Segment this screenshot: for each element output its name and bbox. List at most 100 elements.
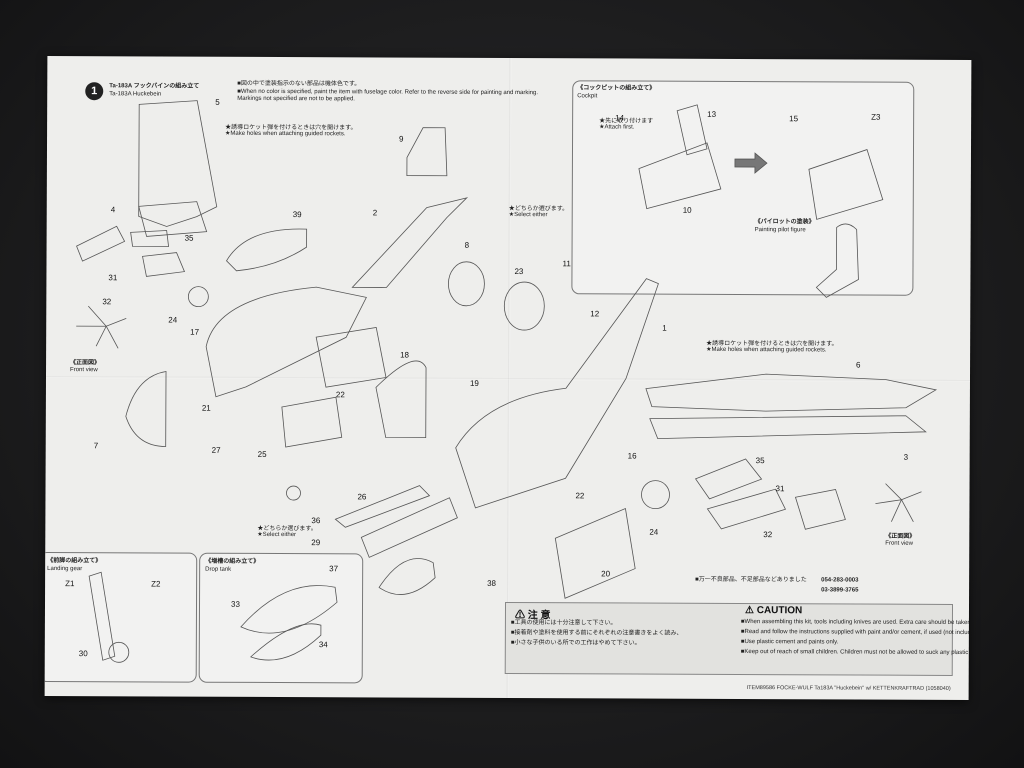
part-number: 32	[763, 530, 772, 539]
part-number: Z1	[65, 579, 75, 588]
engine-block	[315, 326, 387, 388]
part-number: 25	[258, 450, 267, 459]
part-number: 35	[756, 456, 765, 465]
part-number: 9	[399, 135, 404, 144]
rocket-right-2	[706, 488, 786, 530]
intake-23	[503, 281, 545, 331]
drop-tank-detail-2	[250, 623, 322, 661]
rocket-right-1	[694, 458, 763, 500]
part-number: 39	[293, 210, 302, 219]
caution-line-jp-3: ■小さな子供のいる所での工作はやめて下さい。	[510, 640, 641, 647]
part-number: 22	[336, 390, 345, 399]
instruction-sheet: 1 Ta-183A フックバインの組み立て Ta-183A Huckebein …	[44, 55, 972, 701]
cockpit-tub-assembled	[808, 149, 884, 220]
part-number: 24	[168, 316, 177, 325]
landing-gear-strut	[88, 571, 116, 661]
nose-cone	[125, 371, 167, 447]
main-wheel-right	[641, 480, 670, 510]
part-number: Z2	[151, 579, 161, 588]
exploded-assembly-diagram: 5 9 39 2 4 35 31 32 24 17 7 21 27 25 18 …	[65, 98, 938, 663]
caution-title-en: ⚠ CAUTION	[744, 605, 803, 617]
fuselage-upper	[351, 197, 469, 288]
canopy	[226, 228, 308, 272]
radiator	[281, 396, 343, 448]
part-number: 33	[231, 600, 240, 609]
panel-29	[360, 497, 458, 558]
caution-line-en-1: ■When assembling this kit, tools includi…	[740, 619, 971, 627]
main-wheel-left	[187, 286, 209, 308]
part-number: Z3	[871, 113, 881, 122]
part-number: 31	[776, 484, 785, 493]
part-number: 15	[789, 114, 798, 123]
part-number: 1	[662, 324, 667, 333]
part-number: 34	[319, 640, 328, 649]
cockpit-tub	[638, 142, 722, 210]
part-number: 26	[357, 492, 366, 501]
caution-line-jp-1: ■工具の使用には十分注意して下さい。	[510, 620, 617, 627]
front-view-cross-left	[76, 305, 127, 349]
tail-fin	[406, 127, 448, 177]
part-number: 10	[683, 206, 692, 215]
rocket-pylon-left	[142, 252, 186, 277]
caution-line-en-2: ■Read and follow the instructions suppli…	[740, 629, 972, 637]
part-number: 3	[904, 453, 909, 462]
part-number: 37	[329, 564, 338, 573]
rocket-rail-left	[130, 230, 170, 247]
caution-line-jp-2: ■接着剤や塗料を使用する前にそれぞれの注意書きをよく読み、	[510, 630, 683, 637]
intake-8	[448, 261, 485, 307]
part-number: 14	[615, 113, 624, 122]
part-number: 27	[212, 446, 221, 455]
part-number: 32	[102, 297, 111, 306]
part-number: 31	[108, 273, 117, 282]
part-number: 35	[185, 234, 194, 243]
cockpit-seat	[676, 104, 708, 156]
part-number: 16	[628, 452, 637, 461]
part-number: 2	[373, 208, 378, 217]
part-number: 30	[79, 649, 88, 658]
right-wing-part	[645, 373, 938, 412]
caution-line-en-3: ■Use plastic cement and paints only.	[740, 639, 839, 646]
part-number: 24	[649, 528, 658, 537]
contact-note-jp: ■万一不良部品、不足部品などありました	[695, 576, 807, 584]
caution-line-en-4: ■Keep out of reach of small children. Ch…	[740, 649, 972, 657]
part-number: 13	[707, 110, 716, 119]
left-wing-part-underside	[138, 201, 208, 237]
part-number: 20	[601, 569, 610, 578]
gear-door	[554, 507, 636, 599]
part-number: 36	[311, 516, 320, 525]
part-number: 4	[111, 205, 116, 214]
arrow-right	[734, 152, 768, 174]
rocket-left	[76, 225, 126, 262]
part-number: 11	[562, 259, 571, 268]
left-wing-part	[138, 100, 218, 227]
contact-phone-1: 054-283-0003	[821, 577, 859, 584]
front-view-cross-right	[875, 483, 922, 522]
part-number: 22	[575, 491, 584, 500]
part-number: 38	[487, 579, 496, 588]
engine-mount	[375, 360, 427, 439]
caution-box	[504, 601, 954, 676]
right-wing-underside	[649, 415, 927, 440]
tail-wheel	[286, 485, 301, 501]
drop-tank-detail-1	[240, 585, 338, 634]
contact-phone-2: 03-3899-3765	[821, 587, 859, 594]
part-number: 18	[400, 351, 409, 360]
fuselage-left-half	[205, 286, 367, 398]
part-number: 17	[190, 328, 199, 337]
part-number: 21	[202, 404, 211, 413]
drop-tank-shape	[378, 558, 436, 595]
part-number: 5	[215, 98, 220, 107]
part-number: 6	[856, 361, 861, 370]
part-number: 8	[465, 241, 470, 250]
part-number: 29	[311, 538, 320, 547]
caution-title-jp: ⚠ 注 意	[514, 610, 551, 622]
panel-36	[334, 485, 431, 528]
fuselage-right-half	[455, 278, 659, 509]
pilot-figure	[815, 223, 859, 298]
part-number: 12	[590, 309, 599, 318]
part-number: 7	[94, 441, 99, 450]
landing-gear-wheel	[108, 641, 130, 663]
item-number-footer: ITEM89586 FOCKE-WULF Ta183A "Huckebein" …	[746, 685, 951, 692]
part-number: 19	[470, 379, 479, 388]
part-number: 23	[514, 267, 523, 276]
